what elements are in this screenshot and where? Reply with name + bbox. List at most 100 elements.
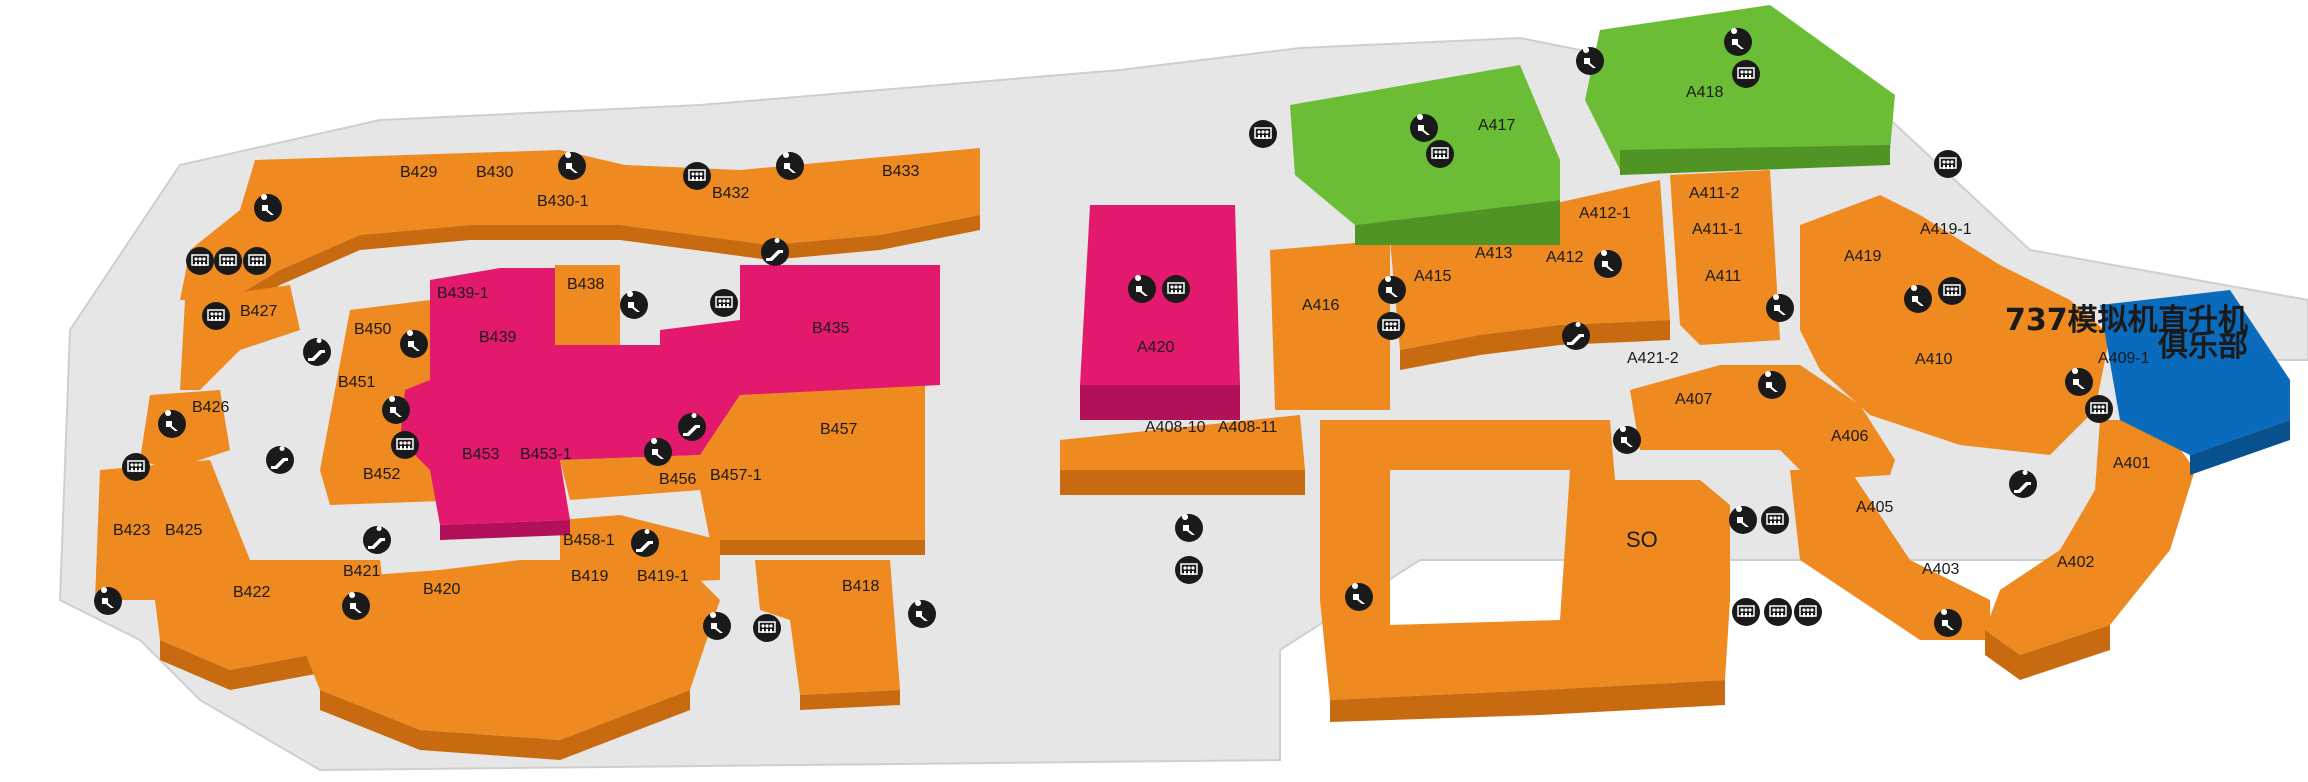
restroom-icon[interactable] (709, 288, 739, 318)
elevator-icon[interactable] (1128, 275, 1156, 303)
store-so[interactable] (1320, 420, 1730, 700)
elevator-icon[interactable] (1345, 583, 1373, 611)
store-b429-b433-row[interactable] (180, 148, 980, 300)
label-b419-1: B419-1 (637, 568, 689, 585)
escalator-icon[interactable] (303, 338, 331, 366)
elevator-icon[interactable] (703, 612, 731, 640)
label-a418: A418 (1686, 84, 1723, 101)
label-a409-1: A409-1 (2098, 350, 2150, 367)
restroom-icon[interactable] (1760, 505, 1790, 535)
store-a418[interactable] (1585, 5, 1895, 170)
store-b418[interactable] (755, 560, 900, 695)
restroom-icon[interactable] (390, 430, 420, 460)
label-so: SO (1626, 527, 1658, 552)
elevator-icon[interactable] (1758, 371, 1786, 399)
restroom-icon[interactable] (1937, 276, 1967, 306)
store-a415-a412[interactable] (1390, 180, 1670, 350)
restroom-icon[interactable] (752, 613, 782, 643)
elevator-icon[interactable] (382, 396, 410, 424)
label-b439-1: B439-1 (437, 285, 489, 302)
elevator-icon[interactable] (644, 438, 672, 466)
label-b421: B421 (343, 563, 380, 580)
restroom-icon[interactable] (1731, 59, 1761, 89)
store-a401-a402[interactable] (1985, 420, 2195, 655)
elevator-icon[interactable] (342, 592, 370, 620)
label-b432: B432 (712, 185, 749, 202)
elevator-icon[interactable] (94, 587, 122, 615)
elevator-icon[interactable] (400, 330, 428, 358)
restroom-icon[interactable] (1425, 139, 1455, 169)
label-b450: B450 (354, 321, 391, 338)
escalator-icon[interactable] (266, 446, 294, 474)
elevator-icon[interactable] (1724, 28, 1752, 56)
store-a420[interactable] (1080, 205, 1240, 385)
label-b423: B423 (113, 522, 150, 539)
restroom-icon[interactable] (201, 301, 231, 331)
label-a415: A415 (1414, 268, 1451, 285)
restroom-icon[interactable] (121, 452, 151, 482)
label-b439: B439 (479, 329, 516, 346)
store-b426[interactable] (140, 390, 230, 470)
store-a408[interactable] (1060, 415, 1305, 470)
store-a416[interactable] (1270, 240, 1390, 410)
elevator-icon[interactable] (158, 410, 186, 438)
restroom-icon[interactable] (2084, 394, 2114, 424)
elevator-icon[interactable] (1410, 114, 1438, 142)
escalator-icon[interactable] (1562, 322, 1590, 350)
escalator-icon[interactable] (761, 238, 789, 266)
elevator-icon[interactable] (1576, 47, 1604, 75)
label-737-simulator: 737模拟机 (2005, 303, 2158, 338)
label-a412: A412 (1546, 249, 1583, 266)
label-b453: B453 (462, 446, 499, 463)
elevator-icon[interactable] (254, 194, 282, 222)
elevator-icon[interactable] (1766, 294, 1794, 322)
elevator-icon[interactable] (1175, 514, 1203, 542)
store-a417[interactable] (1290, 65, 1560, 225)
label-b457-1: B457-1 (710, 467, 762, 484)
store-a419-a410[interactable] (1800, 195, 2110, 455)
unit-labels: B429 B430 B430-1 B432 B433 B427 B438 B43… (113, 84, 2248, 601)
escalator-icon[interactable] (2009, 470, 2037, 498)
label-b451: B451 (338, 374, 375, 391)
blue-block (2100, 290, 2290, 475)
store-b420[interactable] (300, 560, 720, 740)
elevator-icon[interactable] (558, 152, 586, 180)
escalator-icon[interactable] (363, 526, 391, 554)
elevator-icon[interactable] (908, 600, 936, 628)
baby-care-icon[interactable] (1793, 597, 1823, 627)
elevator-icon[interactable] (620, 291, 648, 319)
restroom-icon[interactable] (682, 161, 712, 191)
restroom-icon[interactable] (1174, 555, 1204, 585)
elevator-icon[interactable] (1378, 276, 1406, 304)
store-a405-a403[interactable] (1790, 470, 1990, 640)
elevator-icon[interactable] (1904, 285, 1932, 313)
elevator-icon[interactable] (2065, 368, 2093, 396)
elevator-icon[interactable] (1594, 250, 1622, 278)
store-737-helicopter-club[interactable] (2100, 290, 2290, 455)
escalator-icon[interactable] (631, 529, 659, 557)
store-b456-b457[interactable] (560, 385, 925, 540)
b-block (95, 148, 980, 760)
elevator-icon[interactable] (1934, 609, 1962, 637)
store-b438[interactable] (555, 265, 620, 350)
restroom-icon[interactable] (1248, 119, 1278, 149)
restroom-icon[interactable] (1376, 311, 1406, 341)
store-b439-b453[interactable] (400, 265, 940, 525)
label-b419: B419 (571, 568, 608, 585)
label-b425: B425 (165, 522, 202, 539)
label-b429: B429 (400, 164, 437, 181)
restroom-icon[interactable] (1161, 274, 1191, 304)
elevator-icon[interactable] (1613, 426, 1641, 454)
elevator-icon[interactable] (776, 152, 804, 180)
restroom-icon[interactable] (185, 246, 215, 276)
store-a411[interactable] (1670, 170, 1780, 345)
elevator-icon[interactable] (1729, 506, 1757, 534)
store-a407-a406[interactable] (1630, 365, 1895, 480)
restroom-icon[interactable] (1933, 149, 1963, 179)
escalator-icon[interactable] (678, 413, 706, 441)
accessible-icon[interactable] (213, 246, 243, 276)
accessible-icon[interactable] (1763, 597, 1793, 627)
baby-care-icon[interactable] (242, 246, 272, 276)
restroom-icon[interactable] (1731, 597, 1761, 627)
label-a410: A410 (1915, 351, 1952, 368)
